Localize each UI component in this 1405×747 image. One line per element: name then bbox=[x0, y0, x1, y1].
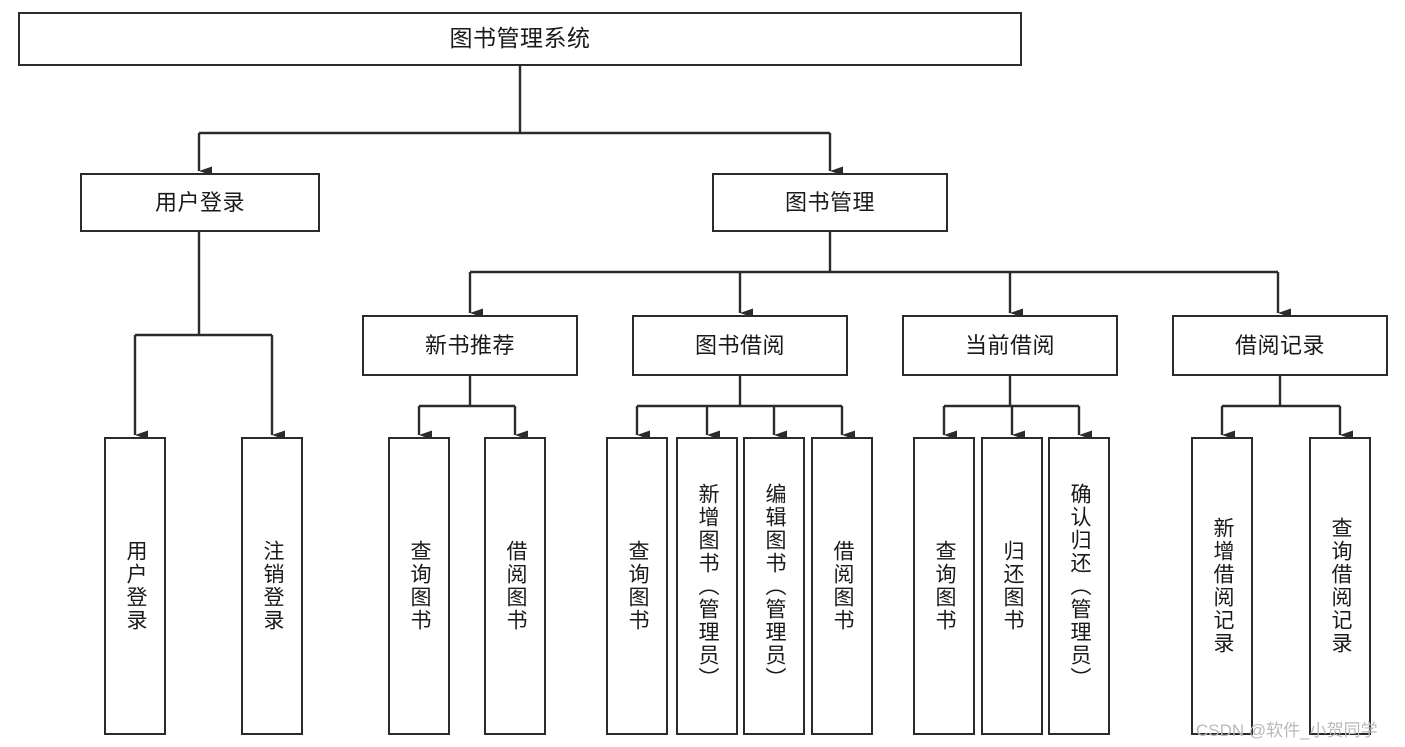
node-leaf-query-book-2[interactable]: 查询图书 bbox=[606, 437, 668, 735]
node-leaf-add-book[interactable]: 新增图书（管理员） bbox=[676, 437, 738, 735]
node-root-label: 图书管理系统 bbox=[449, 25, 591, 52]
node-leaf-edit-book-label: 编辑图书（管理员） bbox=[763, 482, 787, 690]
node-borrow-record-label: 借阅记录 bbox=[1234, 332, 1325, 358]
node-leaf-user-login[interactable]: 用户登录 bbox=[104, 437, 166, 735]
node-leaf-query-record[interactable]: 查询借阅记录 bbox=[1309, 437, 1371, 735]
node-leaf-borrow-book-1[interactable]: 借阅图书 bbox=[484, 437, 546, 735]
node-new-book-recommend-label: 新书推荐 bbox=[424, 332, 515, 358]
node-leaf-add-book-label: 新增图书（管理员） bbox=[696, 482, 720, 690]
node-leaf-confirm-return[interactable]: 确认归还（管理员） bbox=[1048, 437, 1110, 735]
node-leaf-query-book-3-label: 查询图书 bbox=[933, 540, 957, 632]
node-borrow-record[interactable]: 借阅记录 bbox=[1172, 315, 1388, 376]
node-leaf-edit-book[interactable]: 编辑图书（管理员） bbox=[743, 437, 805, 735]
node-leaf-borrow-book-2[interactable]: 借阅图书 bbox=[811, 437, 873, 735]
node-leaf-return-book[interactable]: 归还图书 bbox=[981, 437, 1043, 735]
node-leaf-query-book-3[interactable]: 查询图书 bbox=[913, 437, 975, 735]
node-current-borrow-label: 当前借阅 bbox=[964, 332, 1055, 358]
node-leaf-user-login-label: 用户登录 bbox=[124, 540, 148, 632]
node-user-login[interactable]: 用户登录 bbox=[80, 173, 320, 232]
node-leaf-confirm-return-label: 确认归还（管理员） bbox=[1068, 482, 1092, 690]
node-book-borrow-label: 图书借阅 bbox=[694, 332, 785, 358]
node-leaf-query-book-1-label: 查询图书 bbox=[408, 540, 432, 632]
node-leaf-borrow-book-1-label: 借阅图书 bbox=[504, 540, 528, 632]
node-leaf-add-record-label: 新增借阅记录 bbox=[1211, 517, 1235, 655]
node-leaf-query-book-2-label: 查询图书 bbox=[626, 540, 650, 632]
node-current-borrow[interactable]: 当前借阅 bbox=[902, 315, 1118, 376]
node-leaf-logout[interactable]: 注销登录 bbox=[241, 437, 303, 735]
node-book-manage[interactable]: 图书管理 bbox=[712, 173, 948, 232]
node-book-manage-label: 图书管理 bbox=[784, 189, 875, 215]
node-leaf-return-book-label: 归还图书 bbox=[1001, 540, 1025, 632]
watermark: CSDN @软件_小贺同学 bbox=[1196, 721, 1378, 740]
node-root[interactable]: 图书管理系统 bbox=[18, 12, 1022, 66]
node-leaf-query-book-1[interactable]: 查询图书 bbox=[388, 437, 450, 735]
node-leaf-logout-label: 注销登录 bbox=[261, 540, 285, 632]
node-user-login-label: 用户登录 bbox=[154, 189, 245, 215]
node-book-borrow[interactable]: 图书借阅 bbox=[632, 315, 848, 376]
node-new-book-recommend[interactable]: 新书推荐 bbox=[362, 315, 578, 376]
node-leaf-query-record-label: 查询借阅记录 bbox=[1329, 517, 1353, 655]
node-leaf-borrow-book-2-label: 借阅图书 bbox=[831, 540, 855, 632]
node-leaf-add-record[interactable]: 新增借阅记录 bbox=[1191, 437, 1253, 735]
